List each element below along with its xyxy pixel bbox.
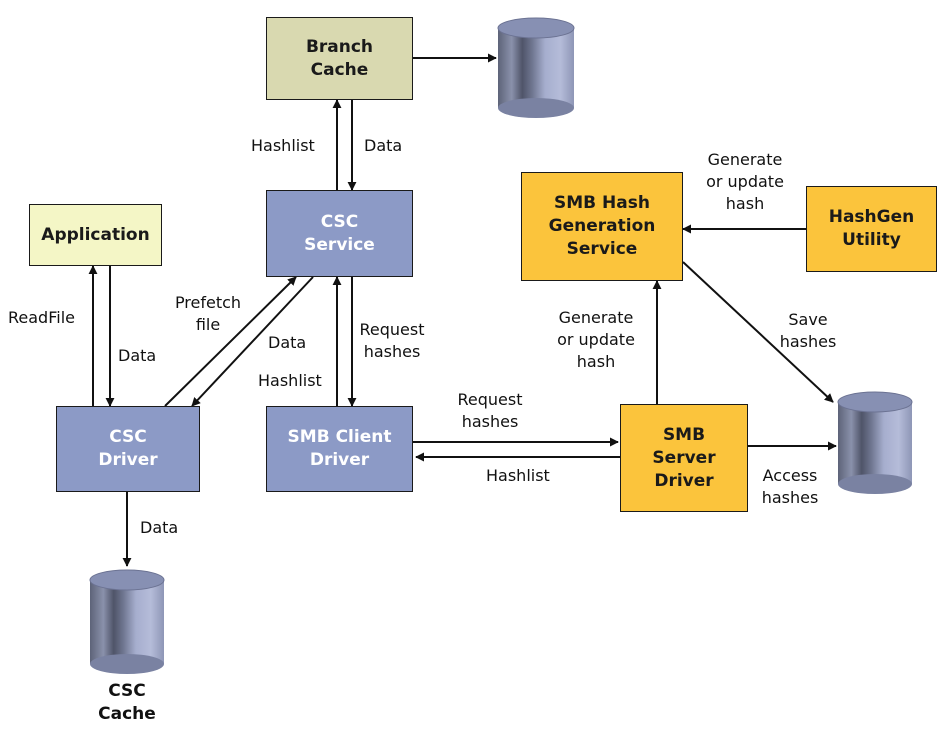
label-data-app: Data <box>118 346 157 365</box>
smb-server-driver-node: SMB Server Driver <box>620 404 748 512</box>
label-data-top: Data <box>364 136 403 155</box>
label-generate-top: Generate or update hash <box>706 150 784 213</box>
csc-cache-label: CSC Cache <box>98 681 156 724</box>
smb-hash-generation-service-node: SMB Hash Generation Service <box>521 172 683 281</box>
label-data-diagonal: Data <box>268 333 307 352</box>
branch-cache-node: Branch Cache <box>266 17 413 100</box>
label-hashlist-mid: Hashlist <box>258 371 322 390</box>
hashgen-utility-node: HashGen Utility <box>806 186 937 272</box>
database-cylinder-csc-cache <box>89 569 165 674</box>
csc-driver-node: CSC Driver <box>56 406 200 492</box>
label-request-hashes-mid: Request hashes <box>359 320 425 361</box>
label-generate-mid: Generate or update hash <box>557 308 635 371</box>
label-data-bottom: Data <box>140 518 179 537</box>
application-node: Application <box>29 204 162 266</box>
label-readfile: ReadFile <box>8 308 75 327</box>
label-prefetch-file: Prefetch file <box>174 293 242 334</box>
database-cylinder-hashes <box>837 391 913 494</box>
arrow-save-hashes <box>682 261 834 403</box>
database-cylinder-branch <box>497 17 575 118</box>
label-access-hashes: Access hashes <box>761 466 819 507</box>
smb-client-driver-node: SMB Client Driver <box>266 406 413 492</box>
arrow-prefetch-file <box>164 276 297 407</box>
arrow-data-diagonal <box>191 276 314 407</box>
label-request-hashes-right: Request hashes <box>457 390 523 431</box>
label-hashlist-right: Hashlist <box>486 466 550 485</box>
label-hashlist-top: Hashlist <box>251 136 315 155</box>
csc-service-node: CSC Service <box>266 190 413 277</box>
label-save-hashes: Save hashes <box>779 310 837 351</box>
